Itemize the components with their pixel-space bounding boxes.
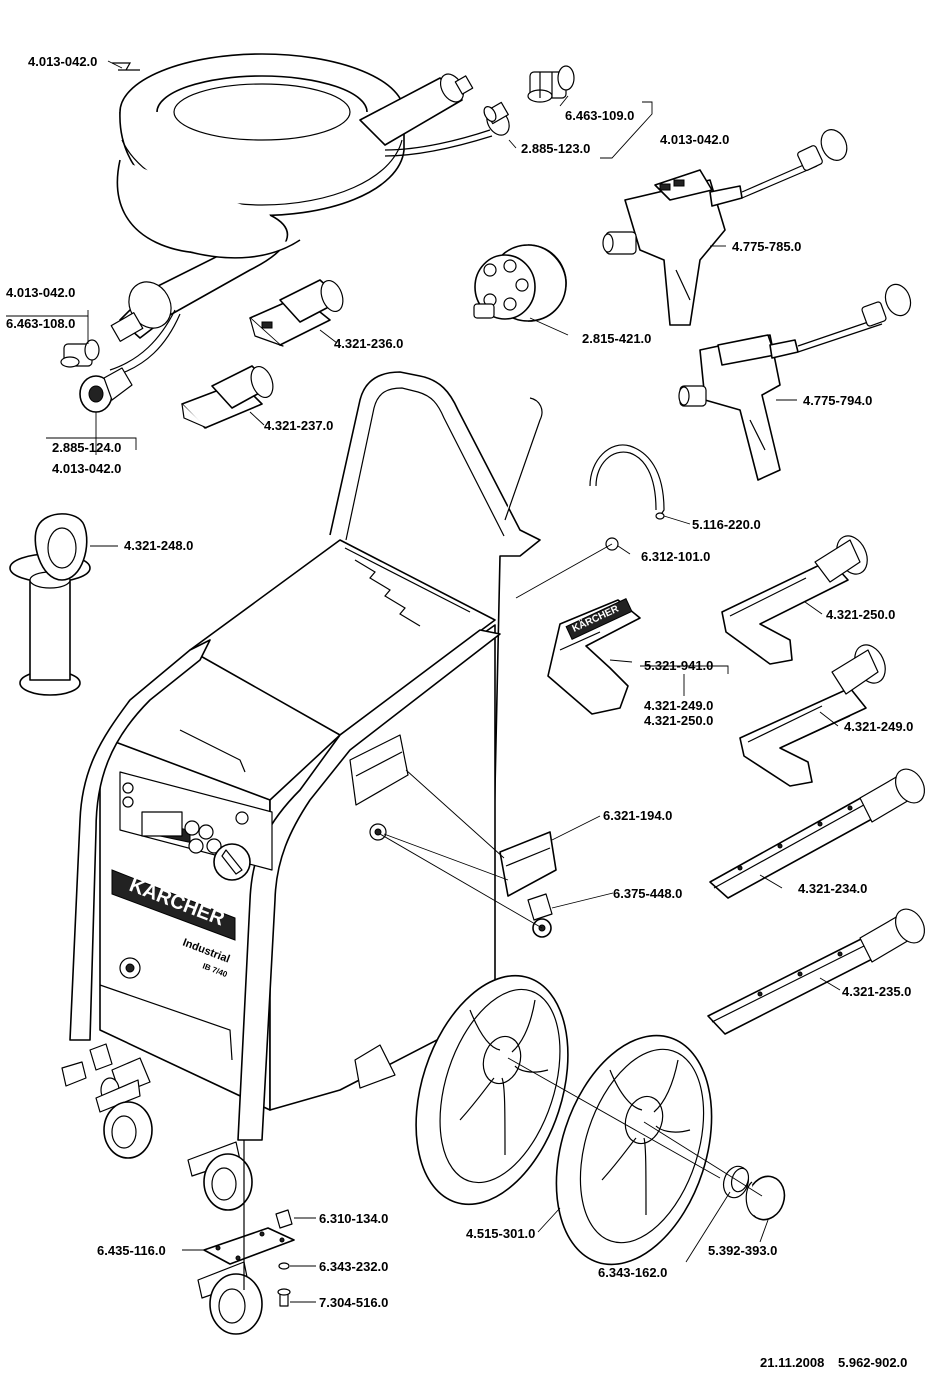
blast-hose-coil [109, 53, 493, 377]
blast-gun-4775-785-part [602, 129, 848, 326]
nozzle-4321-236-part [249, 279, 344, 347]
footer-doc-number: 5.962-902.0 [838, 1355, 907, 1370]
blast-gun-4775-794-part [678, 283, 912, 481]
caster-plate-part [197, 1140, 295, 1335]
label-nozzle-l2: 4.321-249.0 [844, 719, 913, 734]
label-nozzle-b: 6.463-108.0 [6, 316, 75, 331]
label-wheel: 4.515-301.0 [466, 1226, 535, 1241]
nozzle-4321-237-part [181, 365, 274, 429]
footer: 21.11.2008 5.962-902.0 [760, 1355, 907, 1370]
footer-date: 21.11.2008 [760, 1355, 824, 1370]
part-labels: 4.013-042.0 6.463-109.0 4.013-042.0 2.88… [6, 54, 913, 1310]
label-nozzle-straight-a: 4.321-234.0 [798, 881, 867, 896]
label-lock: 6.375-448.0 [613, 886, 682, 901]
lock-part [527, 893, 553, 938]
label-nozzle-c: 4.321-236.0 [334, 336, 403, 351]
label-nozzle-straight-b: 4.321-235.0 [842, 984, 911, 999]
straight-nozzle-4321-235-part [707, 908, 926, 1035]
nozzle-cover-part: KÄRCHER [547, 598, 641, 715]
label-coupling-a: 2.885-123.0 [521, 141, 590, 156]
washer-part [278, 1262, 290, 1270]
wheel-ring-part [722, 1165, 750, 1199]
label-nozzle-set-a: 4.321-249.0 [644, 698, 713, 713]
label-adapter: 2.815-421.0 [582, 331, 651, 346]
label-caster-plate: 6.435-116.0 [97, 1243, 166, 1258]
label-hose-top: 4.013-042.0 [28, 54, 97, 69]
handle-recess-part [499, 831, 557, 897]
nozzle-6463-109-part [527, 65, 575, 103]
label-hose-kit-a: 4.013-042.0 [660, 132, 729, 147]
label-hub-cap: 5.392-393.0 [708, 1243, 777, 1258]
label-oring: 6.312-101.0 [641, 549, 710, 564]
label-washer: 6.343-232.0 [319, 1259, 388, 1274]
label-gun-2: 4.775-794.0 [803, 393, 872, 408]
adapter-2815-421-part [473, 244, 567, 322]
screw-part [277, 1288, 291, 1307]
label-hose-kit-b: 4.013-042.0 [6, 285, 75, 300]
label-handle-recess: 6.321-194.0 [603, 808, 672, 823]
label-holder: 4.321-248.0 [124, 538, 193, 553]
label-nozzle-l1: 4.321-250.0 [826, 607, 895, 622]
coupling-2885-124-part [79, 367, 133, 413]
label-cover: 5.321-941.0 [644, 658, 713, 673]
label-wheel-ring: 6.343-162.0 [598, 1265, 667, 1280]
small-hose-part [589, 444, 665, 520]
l-nozzle-4321-250-part [721, 535, 868, 665]
straight-nozzle-4321-234-part [709, 768, 926, 899]
leader-lines [6, 60, 841, 1303]
label-nozzle-a: 6.463-109.0 [565, 108, 634, 123]
label-nozzle-set-b: 4.321-250.0 [644, 713, 713, 728]
label-screw: 7.304-516.0 [319, 1295, 388, 1310]
coupling-2885-123-part [483, 101, 510, 136]
clip-part [275, 1209, 293, 1229]
label-hose-kit-c: 4.013-042.0 [52, 461, 121, 476]
ice-blaster-machine: KÄRCHER Industrial IB 7/40 [61, 371, 543, 1211]
hub-cap-part [745, 1175, 786, 1221]
nozzle-6463-108-part [60, 339, 100, 368]
rear-wheel-left [415, 974, 569, 1206]
label-coupling-b: 2.885-124.0 [52, 440, 121, 455]
rear-wheel-right [555, 1034, 713, 1266]
label-clip: 6.310-134.0 [319, 1211, 388, 1226]
label-gun-1: 4.775-785.0 [732, 239, 801, 254]
l-nozzle-4321-249-part [739, 644, 886, 787]
label-nozzle-d: 4.321-237.0 [264, 418, 333, 433]
label-hose-small: 5.116-220.0 [692, 517, 761, 532]
nozzle-holder-part [9, 513, 91, 696]
